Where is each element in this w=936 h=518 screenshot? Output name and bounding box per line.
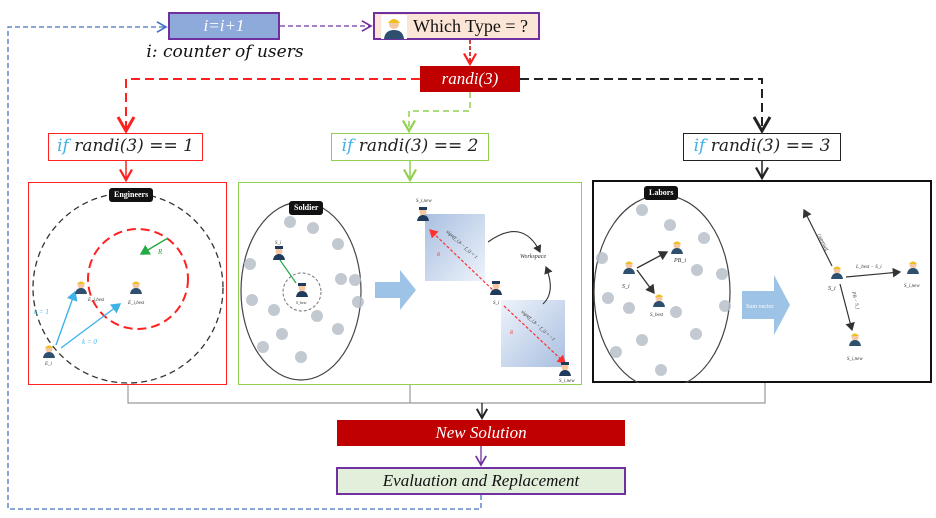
fmute-label: f(mutate) xyxy=(817,232,830,251)
branch-2-condition: if randi(3) == 2 xyxy=(331,133,489,161)
labor-icon xyxy=(849,333,861,346)
merge-connector xyxy=(127,383,766,404)
fmute-arrow xyxy=(802,208,833,267)
engineer-icon xyxy=(75,281,87,294)
randi-box: randi(3) xyxy=(420,66,520,92)
s-i-right-label: S_i xyxy=(828,286,836,292)
lbest-arrow xyxy=(845,267,902,278)
which-type-label: Which Type = ? xyxy=(413,16,529,36)
pb-minus-label: PB − S_i xyxy=(850,290,860,311)
s-i-top-label: S_i xyxy=(275,241,282,246)
workspace-square-top xyxy=(425,214,485,281)
soldier-icon xyxy=(417,207,429,221)
k0-arrow xyxy=(60,303,122,349)
soldier-icon xyxy=(559,362,571,376)
condition-text: randi(3) == 1 xyxy=(74,136,194,156)
workspace-pointer-top xyxy=(487,231,542,253)
condition-text: randi(3) == 2 xyxy=(358,136,479,156)
worker-avatar-icon xyxy=(381,15,407,39)
workspace-label: Workspace xyxy=(520,254,546,260)
s-new-bottom-label: S_i,new xyxy=(559,379,575,384)
if-keyword: if xyxy=(693,136,706,156)
s-lnew-right-label: S_i,new xyxy=(904,284,920,289)
s-best-label: S_best xyxy=(296,300,307,305)
s-new-top-label: S_i,new xyxy=(416,199,432,204)
e-best-center-label: E_i,best xyxy=(127,301,145,306)
soldier-icon xyxy=(490,281,502,295)
increment-box: i=i+1 xyxy=(168,12,280,40)
evaluation-box: Evaluation and Replacement xyxy=(336,467,626,495)
which-type-box: Which Type = ? xyxy=(373,12,540,40)
soldier-illustration: S_i,new S_i,new S_i S_i S_best Workspace… xyxy=(240,199,575,384)
radius-arrow xyxy=(139,237,169,255)
s-best-label: S_best xyxy=(650,313,664,318)
outer-search-circle xyxy=(32,192,224,384)
soldier-icon xyxy=(273,246,285,260)
soldier-crowd xyxy=(244,216,364,363)
lbest-label: L_best − S_i xyxy=(855,265,882,270)
transition-arrow xyxy=(375,270,416,310)
labor-icon xyxy=(671,241,683,254)
feedback-loop-connector xyxy=(7,21,482,510)
inner-radius-circle xyxy=(87,228,189,330)
sign-positive-arrow xyxy=(429,229,497,294)
engineers-illustration: R k = 1 k = 0 E_i,best E_i,best E_i xyxy=(32,192,224,384)
radius-label: R xyxy=(157,248,163,256)
branch-1-condition: if randi(3) == 1 xyxy=(48,133,203,161)
k0-label: k = 0 xyxy=(82,338,97,346)
k1-label: k = 1 xyxy=(34,308,49,316)
if-keyword: if xyxy=(57,136,69,156)
labors-illustration: S_i PB_i S_best Sum vector S_i S_i,new S… xyxy=(593,194,920,383)
labor-icon xyxy=(831,266,843,279)
if-keyword: if xyxy=(341,136,354,156)
sum-vector-label: Sum vector xyxy=(746,304,774,310)
new-solution-box: New Solution xyxy=(337,420,625,446)
s-i-label: S_i xyxy=(622,284,630,290)
labors-panel: S_i PB_i S_best Sum vector S_i S_i,new S… xyxy=(592,180,932,383)
labor-icon xyxy=(623,261,635,274)
labors-tag: Labors xyxy=(644,186,679,200)
r-bottom-label: R xyxy=(509,331,513,336)
soldier-panel: S_i,new S_i,new S_i S_i S_best Workspace… xyxy=(238,182,582,385)
labor-icon xyxy=(653,294,665,307)
s-lnew-bottom-label: S_i,new xyxy=(847,357,863,362)
engineer-icon xyxy=(43,345,55,358)
engineer-icon xyxy=(130,281,142,294)
labor-to-best-arrow xyxy=(636,269,655,295)
k1-arrow xyxy=(55,290,78,346)
sum-vector-arrow xyxy=(742,275,790,335)
soldier-tag: Soldier xyxy=(289,201,324,215)
soldier-local-circle xyxy=(282,272,322,312)
labor-to-pb-arrow xyxy=(636,251,669,269)
condition-text: randi(3) == 3 xyxy=(710,136,831,156)
labor-crowd xyxy=(596,204,731,376)
branch-1-connector xyxy=(116,78,420,135)
soldier-icon xyxy=(296,283,308,297)
e-best-left-label: E_i,best xyxy=(87,298,105,303)
workspace-pointer-bottom xyxy=(542,265,553,305)
labor-icon xyxy=(907,261,919,274)
engineers-panel: R k = 1 k = 0 E_i,best E_i,best E_i Engi… xyxy=(28,182,227,385)
workspace-square-bottom xyxy=(501,300,565,367)
r-top-label: R xyxy=(436,253,440,258)
e-i-label: E_i xyxy=(44,362,53,367)
s-i-center-label: S_i xyxy=(493,301,500,306)
pb-i-label: PB_i xyxy=(673,258,686,264)
sign-negative-arrow xyxy=(503,305,566,364)
engineers-tag: Engineers xyxy=(109,188,154,202)
branch-3-condition: if randi(3) == 3 xyxy=(683,133,841,161)
counter-label: i: counter of users xyxy=(146,42,304,62)
pb-arrow xyxy=(839,283,855,332)
branch-3-connector xyxy=(520,78,772,135)
soldier-move-arrow xyxy=(279,259,297,284)
branch-2-connector xyxy=(402,92,471,134)
